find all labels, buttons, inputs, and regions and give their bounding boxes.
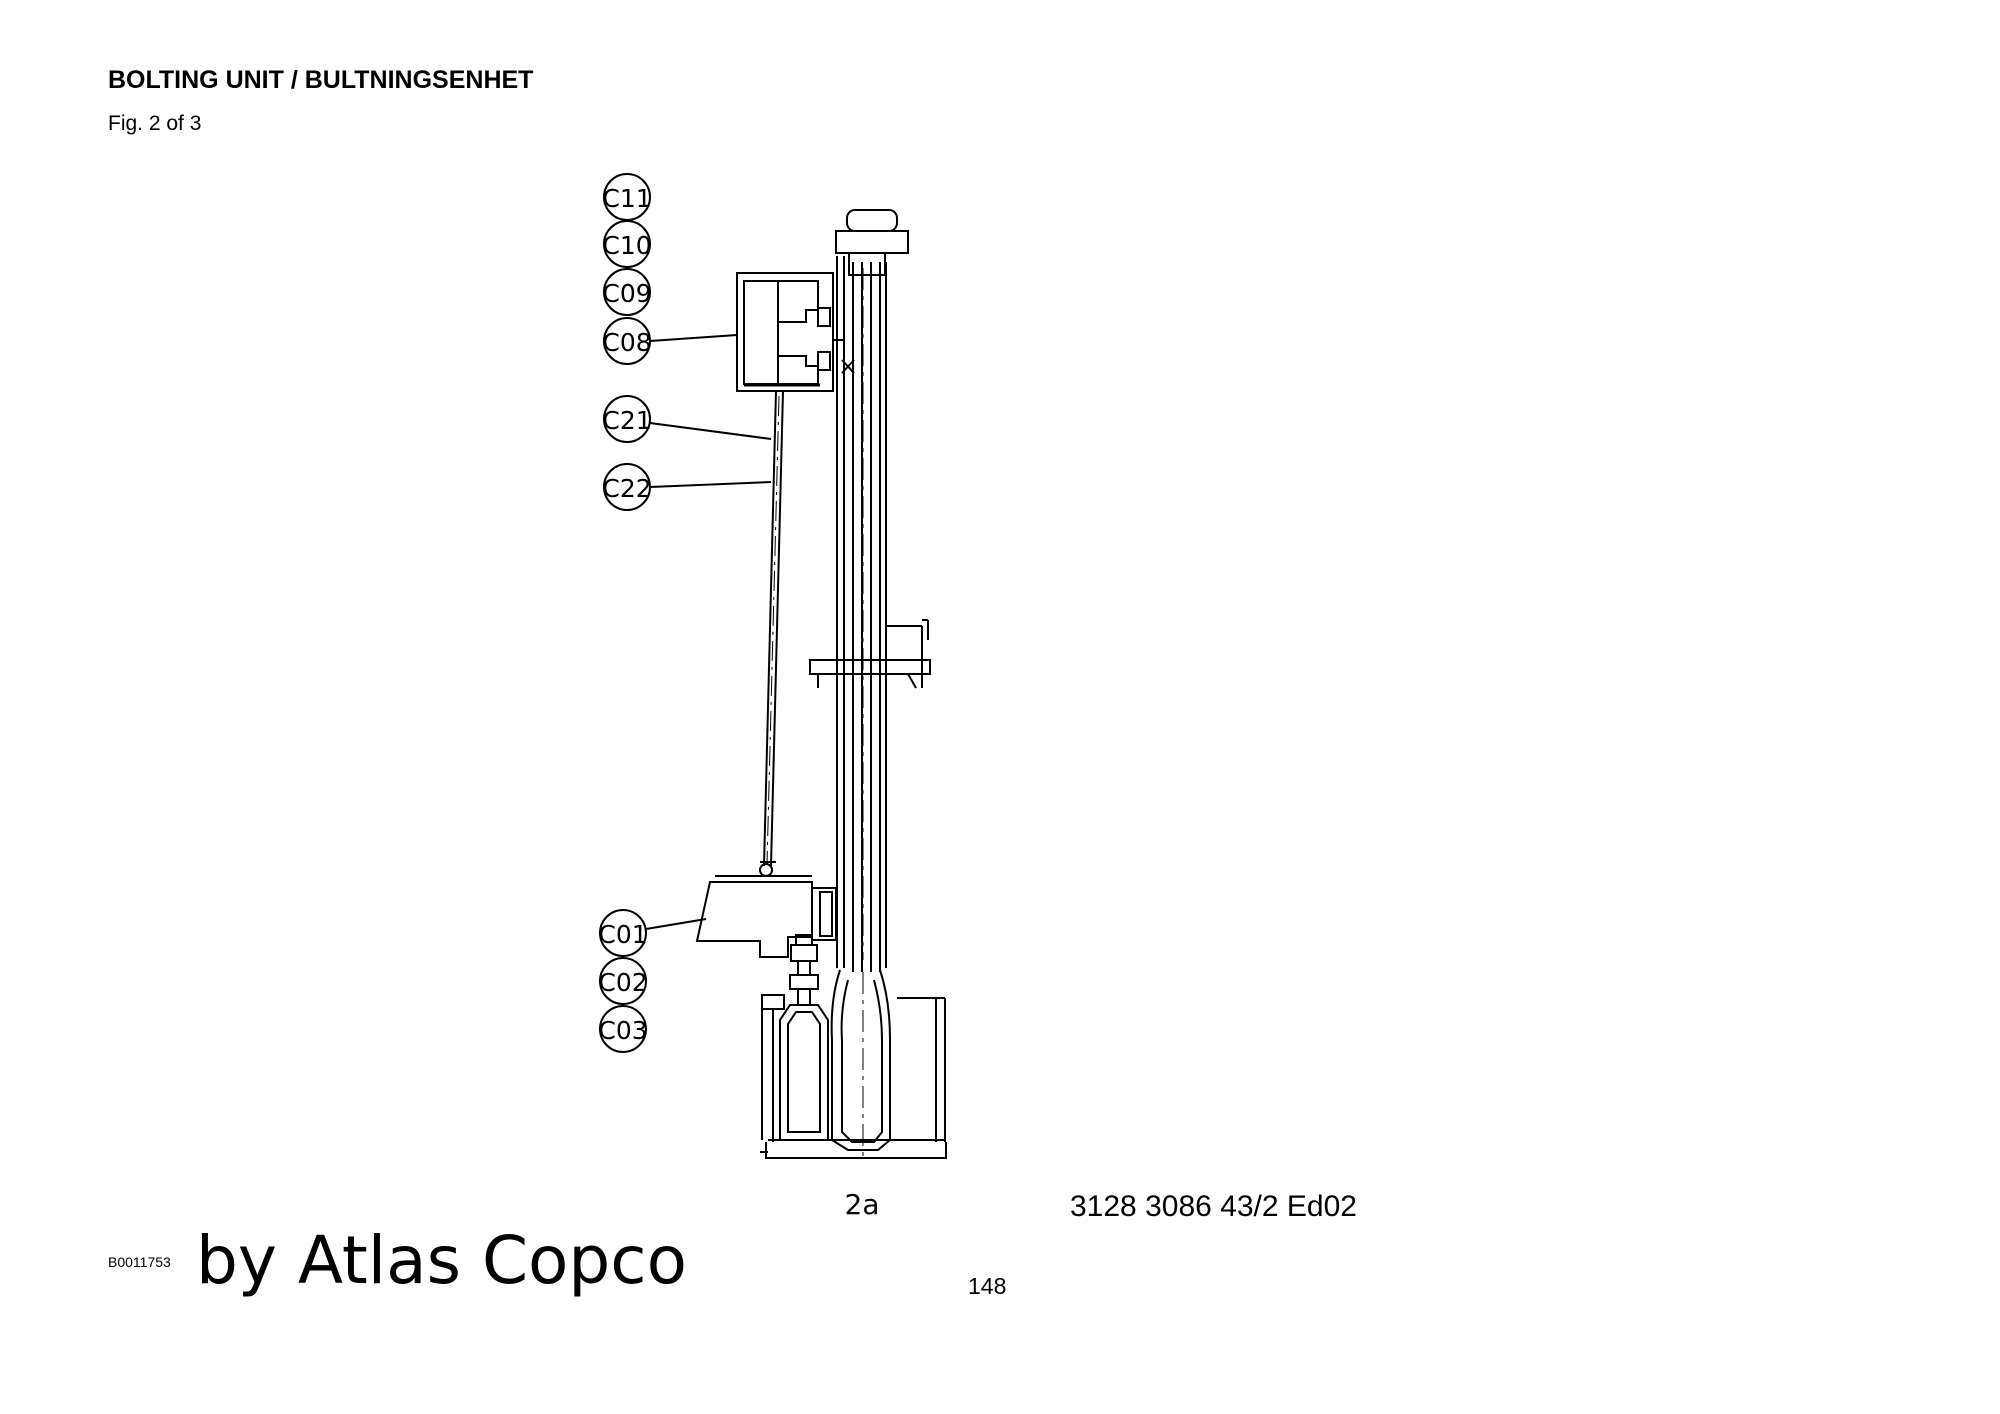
callout-c21: C21 bbox=[602, 395, 652, 443]
image-id: B0011753 bbox=[108, 1254, 171, 1270]
svg-text:C21: C21 bbox=[602, 406, 651, 435]
svg-text:C10: C10 bbox=[602, 231, 651, 260]
callout-c09: C09 bbox=[602, 268, 652, 316]
callout-c10: C10 bbox=[602, 220, 652, 268]
callout-c11: C11 bbox=[602, 173, 652, 221]
svg-text:C02: C02 bbox=[598, 968, 647, 997]
callout-c03: C03 bbox=[598, 1005, 648, 1053]
leader-lines bbox=[645, 334, 772, 930]
svg-text:C22: C22 bbox=[602, 474, 651, 503]
svg-text:C03: C03 bbox=[598, 1016, 647, 1045]
page-title: BOLTING UNIT / BULTNINGSENHET bbox=[108, 66, 534, 94]
middle-bracket bbox=[809, 619, 931, 689]
upper-housing bbox=[736, 272, 855, 392]
page-number: 148 bbox=[968, 1273, 1007, 1299]
inclined-rod bbox=[759, 390, 784, 877]
callout-c02: C02 bbox=[598, 957, 648, 1005]
document-number: 3128 3086 43/2 Ed02 bbox=[1070, 1190, 1357, 1223]
main-column bbox=[836, 256, 887, 972]
bottom-casing bbox=[760, 969, 947, 1160]
callout-c22: C22 bbox=[602, 463, 652, 511]
lower-coupling bbox=[779, 934, 829, 1141]
svg-text:C09: C09 bbox=[602, 279, 651, 308]
brand-text: by Atlas Copco bbox=[196, 1222, 687, 1299]
svg-text:C01: C01 bbox=[598, 920, 647, 949]
svg-text:C11: C11 bbox=[602, 184, 651, 213]
top-cap bbox=[835, 209, 909, 276]
callout-c01: C01 bbox=[598, 909, 648, 957]
callout-c08: C08 bbox=[602, 317, 652, 365]
lower-housing bbox=[695, 875, 837, 958]
figure-subtitle: Fig. 2 of 3 bbox=[108, 112, 202, 135]
view-label: 2a bbox=[845, 1188, 880, 1221]
svg-text:C08: C08 bbox=[602, 328, 651, 357]
